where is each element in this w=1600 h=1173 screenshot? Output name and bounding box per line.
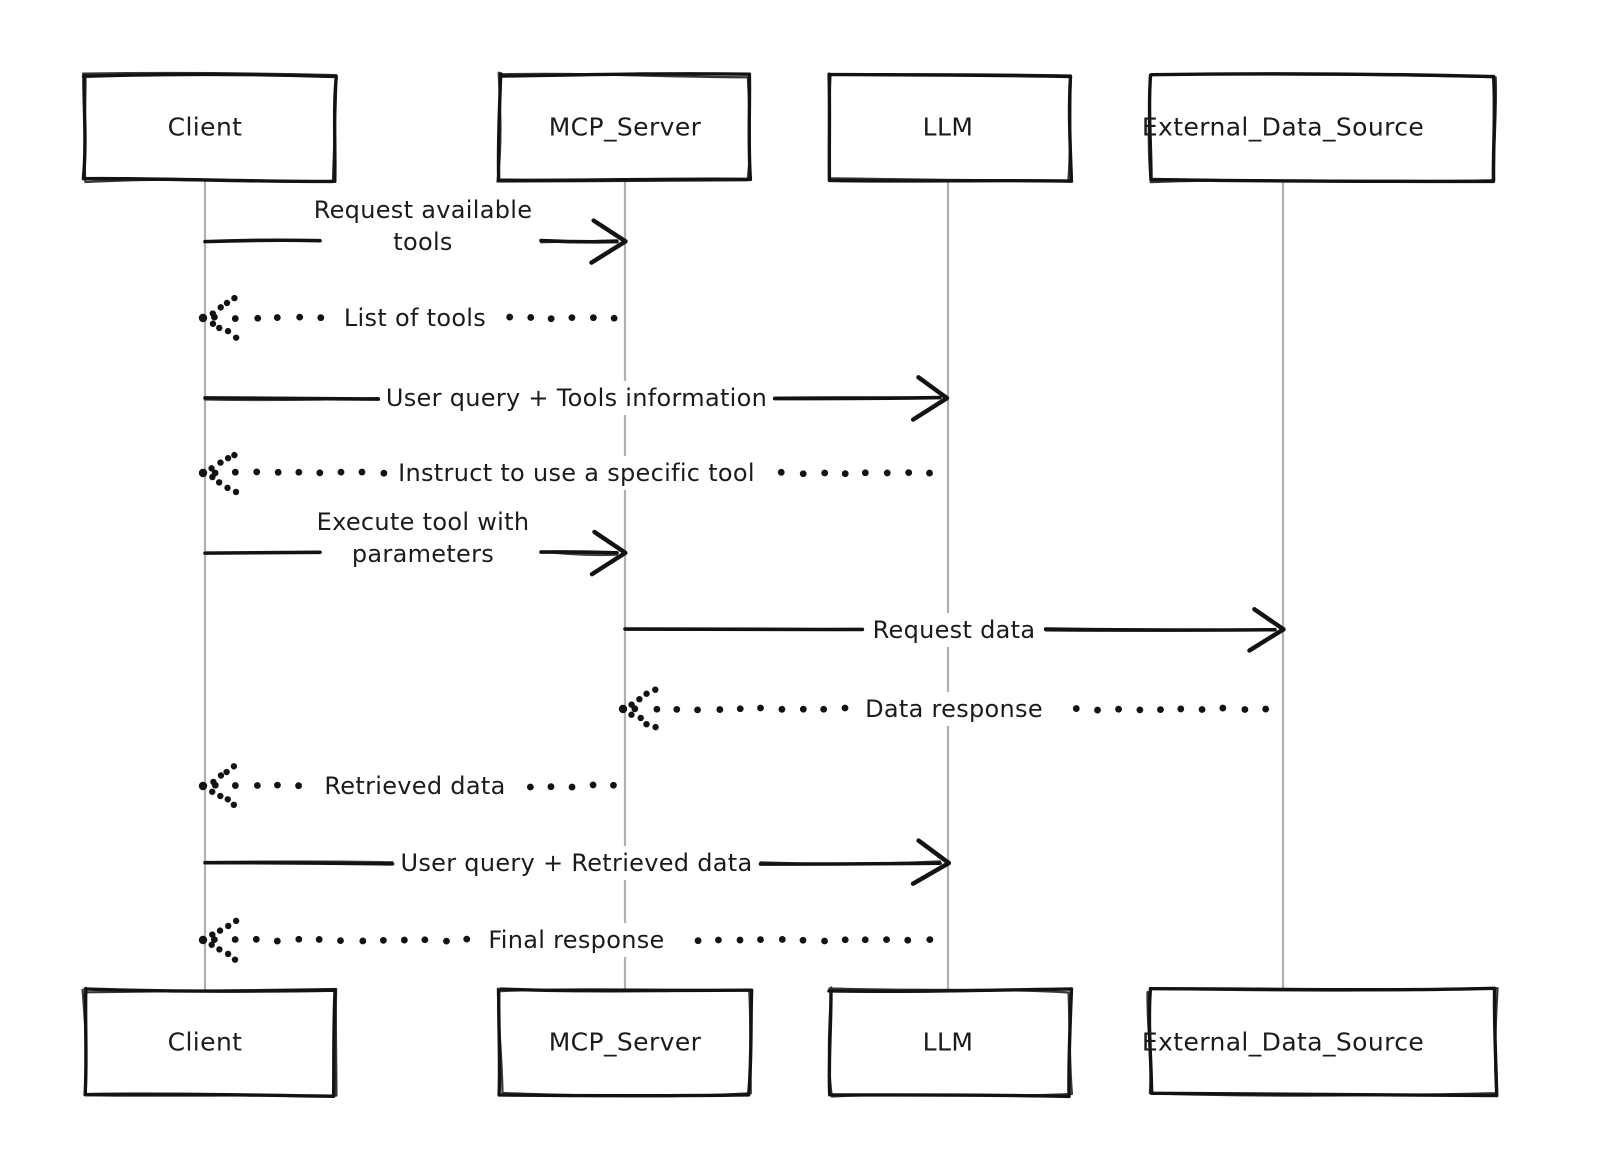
message-10-llm-to-client[interactable]: Final response bbox=[198, 917, 934, 963]
message-6-mcp_server-to-external_data_source[interactable]: Request data bbox=[623, 607, 1286, 653]
participant-box-external_data_source-bottom[interactable]: External_Data_Source bbox=[1142, 986, 1499, 1098]
message-9-client-to-llm[interactable]: User query + Retrieved data bbox=[203, 838, 952, 886]
participant-name-llm: LLM bbox=[923, 1028, 974, 1057]
message-1-client-to-mcp_server[interactable]: Request available tools bbox=[203, 196, 628, 265]
message-label-text: List of tools bbox=[344, 304, 486, 332]
message-7-external_data_source-to-mcp_server[interactable]: Data response bbox=[618, 686, 1270, 731]
message-label-text: Data response bbox=[865, 695, 1043, 723]
message-label-10: Final response bbox=[480, 923, 673, 957]
participant-box-mcp_server-top[interactable]: MCP_Server bbox=[496, 71, 753, 183]
participant-box-client-top[interactable]: Client bbox=[81, 71, 338, 184]
message-label-text: Instruct to use a specific tool bbox=[398, 459, 755, 487]
message-label-4: Instruct to use a specific tool bbox=[392, 456, 761, 490]
message-label-text: Final response bbox=[488, 926, 664, 954]
message-label-9: User query + Retrieved data bbox=[394, 846, 759, 880]
message-label-text: Request data bbox=[873, 616, 1036, 644]
message-label-text: User query + Retrieved data bbox=[400, 849, 752, 877]
participant-name-client: Client bbox=[168, 113, 243, 142]
participant-boxes-layer: ClientClientMCP_ServerMCP_ServerLLMLLMEx… bbox=[81, 71, 1499, 1099]
participant-box-external_data_source-top[interactable]: External_Data_Source bbox=[1142, 72, 1498, 184]
message-5-client-to-mcp_server[interactable]: Execute tool with parameters bbox=[203, 508, 628, 577]
participant-box-llm-bottom[interactable]: LLM bbox=[827, 986, 1074, 1099]
message-label-text: User query + Tools information bbox=[386, 384, 767, 412]
message-label-7: Data response bbox=[857, 692, 1051, 726]
message-2-mcp_server-to-client[interactable]: List of tools bbox=[198, 294, 618, 341]
message-label-text-line-1: Execute tool with bbox=[317, 508, 530, 536]
participant-box-client-bottom[interactable]: Client bbox=[81, 986, 338, 1098]
participant-name-external_data_source: External_Data_Source bbox=[1142, 1028, 1424, 1057]
message-label-text-line-1: Request available bbox=[314, 196, 533, 224]
message-label-6: Request data bbox=[864, 613, 1044, 647]
participant-box-llm-top[interactable]: LLM bbox=[827, 72, 1074, 183]
message-label-5: Execute tool with parameters bbox=[317, 508, 530, 568]
participant-name-llm: LLM bbox=[923, 113, 974, 142]
message-label-8: Retrieved data bbox=[316, 769, 514, 803]
message-label-2: List of tools bbox=[335, 301, 495, 335]
message-label-text-line-2: parameters bbox=[352, 540, 494, 568]
message-3-client-to-llm[interactable]: User query + Tools information bbox=[203, 375, 950, 422]
message-label-3: User query + Tools information bbox=[380, 381, 773, 415]
participant-name-external_data_source: External_Data_Source bbox=[1142, 113, 1424, 142]
message-label-text: Retrieved data bbox=[324, 772, 505, 800]
message-label-1: Request available tools bbox=[314, 196, 533, 256]
participant-name-mcp_server: MCP_Server bbox=[549, 113, 702, 142]
message-8-mcp_server-to-client[interactable]: Retrieved data bbox=[198, 763, 617, 809]
participant-name-client: Client bbox=[168, 1028, 243, 1057]
message-label-text-line-2: tools bbox=[393, 228, 452, 256]
participant-name-mcp_server: MCP_Server bbox=[549, 1028, 702, 1057]
message-4-llm-to-client[interactable]: Instruct to use a specific tool bbox=[198, 451, 933, 496]
participant-box-mcp_server-bottom[interactable]: MCP_Server bbox=[496, 987, 754, 1098]
